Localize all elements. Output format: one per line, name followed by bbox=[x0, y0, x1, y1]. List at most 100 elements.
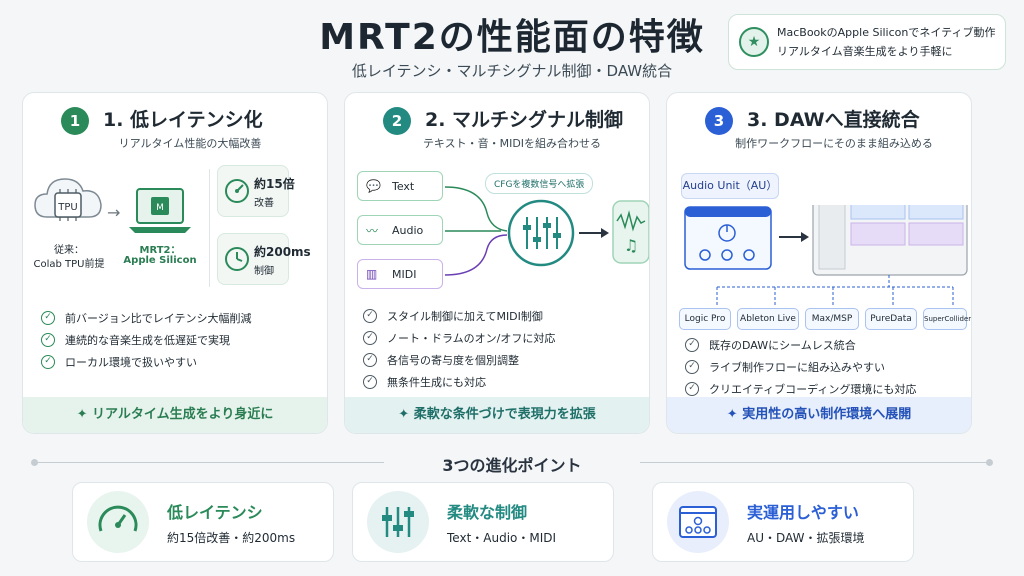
point-title: 柔軟な制御 bbox=[447, 503, 528, 522]
point-icon-bg bbox=[367, 491, 429, 553]
to-line-1: MRT2： bbox=[139, 245, 181, 256]
section-title: 3つの進化ポイント bbox=[442, 456, 582, 475]
check-icon: ✓ bbox=[41, 355, 55, 369]
speedometer-icon bbox=[98, 505, 138, 532]
stat-value: 約15倍 bbox=[254, 177, 295, 191]
check-icon: ✓ bbox=[41, 311, 55, 325]
list-item: ✓スタイル制御に加えてMIDI制御 bbox=[363, 305, 555, 327]
card-number: 3 bbox=[705, 107, 733, 135]
card-footer: ✦ 柔軟な条件づけで表現力を拡張 bbox=[345, 397, 649, 433]
bullet-list: ✓既存のDAWにシームレス統合 ✓ライブ制作フローに組み込みやすい ✓クリエイテ… bbox=[685, 334, 916, 400]
plugin-window-icon bbox=[679, 506, 717, 538]
card-subtitle: リアルタイム性能の大幅改善 bbox=[118, 137, 262, 150]
divider-dot bbox=[31, 459, 38, 466]
cloud-tpu-icon: TPU bbox=[34, 178, 102, 221]
stat-label: 制御 bbox=[254, 266, 274, 277]
signal-midi: ▥MIDI bbox=[357, 259, 443, 289]
bullet-list: ✓スタイル制御に加えてMIDI制御 ✓ノート・ドラムのオン/オフに対応 ✓各信号… bbox=[363, 305, 555, 393]
card-title: 2. マルチシグナル制御 bbox=[425, 109, 624, 131]
card-number: 1 bbox=[61, 107, 89, 135]
from-line-1: 従来： bbox=[54, 245, 84, 256]
stat-speedup: 約15倍 改善 bbox=[217, 165, 295, 217]
signal-audio: 〰Audio bbox=[357, 215, 443, 245]
list-item: ✓連続的な音楽生成を低遅延で実現 bbox=[41, 329, 252, 351]
sparkle-icon: ✦ bbox=[76, 407, 93, 422]
svg-text:♫: ♫ bbox=[624, 236, 638, 255]
bullet-list: ✓前バージョン比でレイテンシ大幅削減 ✓連続的な音楽生成を低遅延で実現 ✓ローカ… bbox=[41, 307, 252, 373]
daw-diagram bbox=[684, 205, 968, 305]
mixing-diagram: ♫ bbox=[444, 186, 649, 276]
divider bbox=[209, 169, 210, 287]
arrow-right-icon: → bbox=[107, 203, 121, 222]
point-title: 低レイテンシ bbox=[167, 503, 263, 522]
card-title: 3. DAWへ直接統合 bbox=[747, 109, 920, 131]
list-item: ✓前バージョン比でレイテンシ大幅削減 bbox=[41, 307, 252, 329]
check-icon: ✓ bbox=[363, 309, 377, 323]
tag-supercollider: SuperCollider bbox=[923, 308, 971, 330]
point-subtitle: 約15倍改善・約200ms bbox=[167, 531, 296, 545]
check-icon: ✓ bbox=[363, 375, 377, 389]
chat-icon: 💬 bbox=[366, 179, 381, 193]
check-icon: ✓ bbox=[685, 382, 699, 396]
tag-logic-pro: Logic Pro bbox=[679, 308, 731, 330]
check-icon: ✓ bbox=[41, 333, 55, 347]
card-subtitle: 制作ワークフローにそのまま組み込める bbox=[735, 137, 933, 150]
point-title: 実運用しやすい bbox=[747, 503, 859, 522]
divider-right bbox=[640, 462, 990, 463]
card-footer: ✦ リアルタイム生成をより身近に bbox=[23, 397, 327, 433]
tag-max-msp: Max/MSP bbox=[805, 308, 859, 330]
point-low-latency: 低レイテンシ 約15倍改善・約200ms bbox=[72, 482, 334, 562]
tag-ableton-live: Ableton Live bbox=[737, 308, 799, 330]
piano-icon: ▥ bbox=[366, 267, 378, 281]
note-line-1: MacBookのApple Siliconでネイティブ動作 bbox=[777, 26, 996, 39]
page-subtitle: 低レイテンシ・マルチシグナル制御・DAW統合 bbox=[351, 62, 673, 80]
clock-icon bbox=[225, 247, 249, 271]
card-daw-integration: 3 3. DAWへ直接統合 制作ワークフローにそのまま組み込める Audio U… bbox=[666, 92, 972, 434]
from-line-2: Colab TPU前提 bbox=[33, 259, 105, 270]
tag-puredata: PureData bbox=[865, 308, 917, 330]
divider-left bbox=[34, 462, 384, 463]
card-number: 2 bbox=[383, 107, 411, 135]
list-item: ✓ノート・ドラムのオン/オフに対応 bbox=[363, 327, 555, 349]
point-icon-bg bbox=[667, 491, 729, 553]
list-item: ✓各信号の寄与度を個別調整 bbox=[363, 349, 555, 371]
tpu-label: TPU bbox=[57, 202, 77, 213]
page-title: MRT2の性能面の特徴 bbox=[319, 17, 705, 58]
speedometer-icon bbox=[225, 179, 249, 203]
cfg-label: CFGを複数信号へ拡張 bbox=[485, 173, 594, 194]
check-icon: ✓ bbox=[685, 338, 699, 352]
stat-value: 約200ms bbox=[254, 245, 311, 259]
sliders-icon bbox=[382, 507, 414, 537]
list-item: ✓既存のDAWにシームレス統合 bbox=[685, 334, 916, 356]
sparkle-icon: ✦ bbox=[398, 407, 414, 422]
sparkle-icon: ✦ bbox=[726, 407, 743, 422]
point-icon-bg bbox=[87, 491, 149, 553]
divider-dot bbox=[986, 459, 993, 466]
note-line-2: リアルタイム音楽生成をより手軽に bbox=[777, 45, 953, 58]
card-footer: ✦ 実用性の高い制作環境へ展開 bbox=[667, 397, 971, 433]
stat-label: 改善 bbox=[254, 198, 274, 209]
star-icon: ★ bbox=[739, 27, 769, 57]
card-subtitle: テキスト・音・MIDIを組み合わせる bbox=[422, 137, 602, 150]
stat-latency: 約200ms 制御 bbox=[217, 233, 311, 285]
card-title: 1. 低レイテンシ化 bbox=[103, 109, 263, 131]
check-icon: ✓ bbox=[685, 360, 699, 374]
point-practical: 実運用しやすい AU・DAW・拡張環境 bbox=[652, 482, 914, 562]
to-line-2: Apple Silicon bbox=[123, 255, 197, 266]
waveform-icon: 〰 bbox=[366, 223, 379, 238]
laptop-icon: M bbox=[129, 188, 191, 233]
point-subtitle: Text・Audio・MIDI bbox=[447, 531, 557, 545]
check-icon: ✓ bbox=[363, 331, 377, 345]
list-item: ✓クリエイティブコーディング環境にも対応 bbox=[685, 378, 916, 400]
check-icon: ✓ bbox=[363, 353, 377, 367]
info-note: ★ MacBookのApple Siliconでネイティブ動作 リアルタイム音楽… bbox=[728, 14, 1006, 70]
card-multi-signal: 2 2. マルチシグナル制御 テキスト・音・MIDIを組み合わせる 💬Text … bbox=[344, 92, 650, 434]
point-flexible-control: 柔軟な制御 Text・Audio・MIDI bbox=[352, 482, 614, 562]
list-item: ✓ライブ制作フローに組み込みやすい bbox=[685, 356, 916, 378]
signal-text: 💬Text bbox=[357, 171, 443, 201]
audio-unit-label: Audio Unit（AU） bbox=[681, 173, 779, 199]
list-item: ✓無条件生成にも対応 bbox=[363, 371, 555, 393]
chip-label: M bbox=[156, 203, 164, 213]
point-subtitle: AU・DAW・拡張環境 bbox=[747, 531, 865, 545]
list-item: ✓ローカル環境で扱いやすい bbox=[41, 351, 252, 373]
